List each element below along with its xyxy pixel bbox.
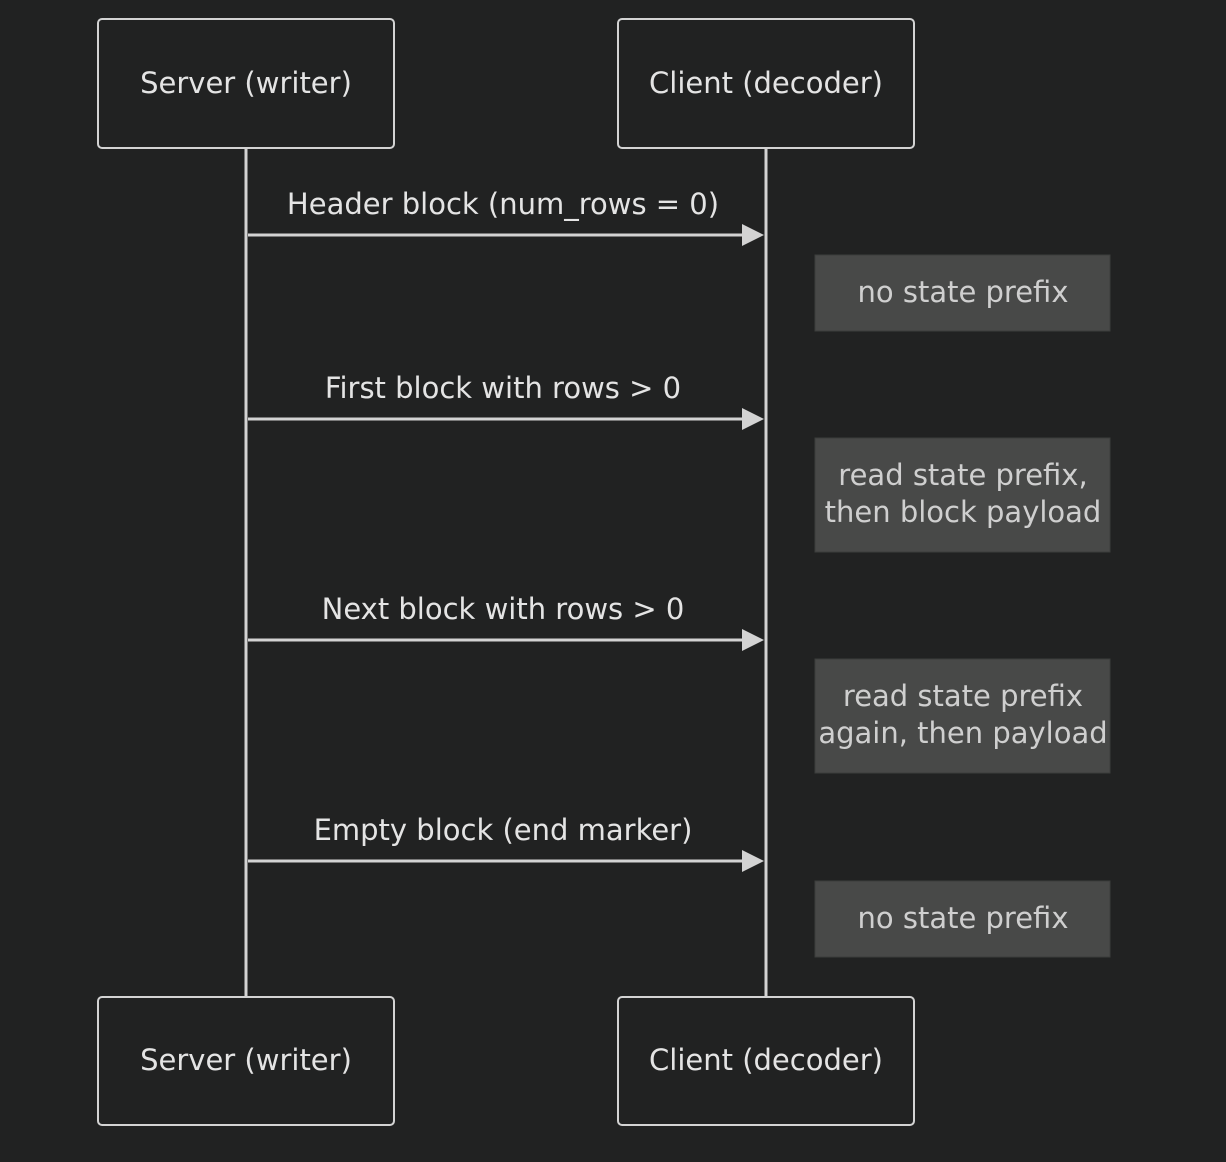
note-read-state-prefix-again: read state prefix again, then payload — [814, 658, 1111, 774]
message-header-block: Header block (num_rows = 0) — [248, 187, 764, 246]
server-actor-bottom: Server (writer) — [97, 996, 395, 1126]
note-text: no state prefix — [858, 901, 1069, 935]
client-actor-bottom: Client (decoder) — [617, 996, 915, 1126]
arrowhead-icon — [742, 629, 764, 651]
note-no-state-prefix-2: no state prefix — [814, 880, 1111, 958]
note-read-state-prefix: read state prefix, then block payload — [814, 437, 1111, 553]
server-actor-top: Server (writer) — [97, 18, 395, 149]
note-text: no state prefix — [858, 275, 1069, 309]
note-text-line-1: read state prefix — [843, 679, 1083, 713]
note-text-line-2: then block payload — [825, 495, 1102, 529]
client-actor-top: Client (decoder) — [617, 18, 915, 149]
message-first-block: First block with rows > 0 — [248, 371, 764, 430]
message-label: Next block with rows > 0 — [322, 592, 685, 626]
server-actor-label: Server (writer) — [140, 1043, 352, 1077]
arrowhead-icon — [742, 408, 764, 430]
client-actor-label: Client (decoder) — [649, 1043, 883, 1077]
server-actor-label: Server (writer) — [140, 66, 352, 100]
note-no-state-prefix-1: no state prefix — [814, 254, 1111, 332]
client-actor-label: Client (decoder) — [649, 66, 883, 100]
arrowhead-icon — [742, 224, 764, 246]
message-empty-block: Empty block (end marker) — [248, 813, 764, 872]
arrowhead-icon — [742, 850, 764, 872]
message-label: First block with rows > 0 — [325, 371, 681, 405]
message-label: Header block (num_rows = 0) — [287, 187, 719, 221]
message-next-block: Next block with rows > 0 — [248, 592, 764, 651]
note-text-line-1: read state prefix, — [838, 458, 1087, 492]
note-text-line-2: again, then payload — [818, 716, 1107, 750]
message-label: Empty block (end marker) — [314, 813, 693, 847]
